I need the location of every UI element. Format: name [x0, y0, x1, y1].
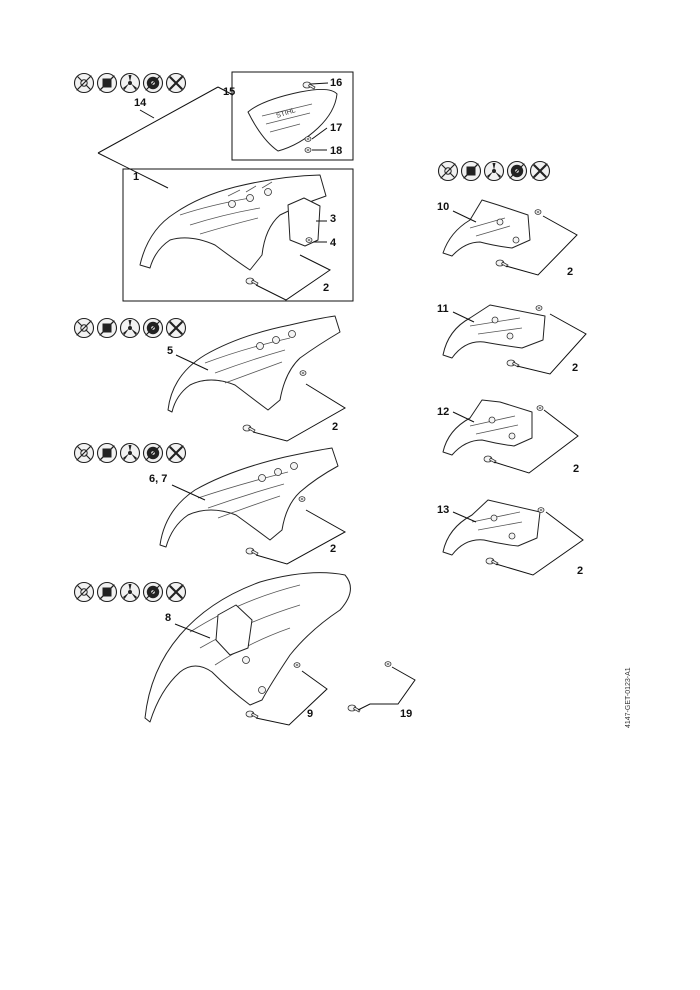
guard-12-group: [442, 399, 579, 474]
metal-blade-icon: [96, 442, 118, 464]
symbol-row-4: [73, 442, 187, 464]
callout-11: 11: [437, 303, 449, 315]
callout-3: 3: [330, 213, 336, 225]
guard-6-7: [159, 447, 339, 548]
four-tooth-blade-icon: [165, 317, 187, 339]
saw-blade-icon: [142, 581, 164, 603]
callout-2-guard-5: 2: [332, 421, 338, 433]
three-tooth-blade-icon: [483, 160, 505, 182]
guard-13-group: [442, 499, 584, 576]
metal-blade-icon: [96, 581, 118, 603]
metal-blade-icon: [96, 317, 118, 339]
four-tooth-blade-icon: [165, 442, 187, 464]
trimmer-head-icon: [73, 442, 95, 464]
symbol-row-3: [73, 317, 187, 339]
metal-blade-icon: [96, 72, 118, 94]
callout-2-guard-6-7: 2: [330, 543, 336, 555]
callout-1: 1: [133, 171, 139, 183]
saw-blade-icon: [142, 442, 164, 464]
guard-5-group: [167, 315, 346, 442]
callout-2-guard-12: 2: [573, 463, 579, 475]
callout-19: 19: [400, 708, 412, 720]
callout-16: 16: [330, 77, 342, 89]
guard-6-7-group: [159, 447, 347, 565]
three-tooth-blade-icon: [119, 317, 141, 339]
guard-11-group: [442, 304, 587, 375]
decal-kit-group: STIHL: [97, 71, 354, 189]
callout-12: 12: [437, 406, 449, 418]
decal-plate: [247, 88, 338, 152]
guard-8-group: [144, 572, 416, 726]
saw-blade-icon: [506, 160, 528, 182]
guard-1: [139, 174, 327, 271]
callout-17: 17: [330, 122, 342, 134]
callout-18: 18: [330, 145, 342, 157]
saw-blade-icon: [142, 317, 164, 339]
saw-blade-icon: [142, 72, 164, 94]
callout-5: 5: [167, 345, 173, 357]
callout-9: 9: [307, 708, 313, 720]
callout-15: 15: [223, 86, 235, 98]
three-tooth-blade-icon: [119, 581, 141, 603]
three-tooth-blade-icon: [119, 442, 141, 464]
drawing-code: 4147-GET-0123-A1: [625, 667, 632, 728]
guard-10-group: [442, 199, 578, 276]
callout-2-guard-11: 2: [572, 362, 578, 374]
symbol-row-1: [73, 72, 187, 94]
callout-2-guard-13: 2: [577, 565, 583, 577]
trimmer-head-icon: [437, 160, 459, 182]
guard-10: [442, 199, 531, 257]
trimmer-head-icon: [73, 317, 95, 339]
callout-13: 13: [437, 504, 449, 516]
symbol-row-2: [437, 160, 551, 182]
three-tooth-blade-icon: [119, 72, 141, 94]
callout-8: 8: [165, 612, 171, 624]
trimmer-head-icon: [73, 581, 95, 603]
trimmer-head-icon: [73, 72, 95, 94]
four-tooth-blade-icon: [165, 581, 187, 603]
metal-blade-icon: [460, 160, 482, 182]
callout-10: 10: [437, 201, 449, 213]
callout-4: 4: [330, 237, 337, 249]
guard-12: [442, 399, 533, 456]
four-tooth-blade-icon: [165, 72, 187, 94]
guard-1-group: [122, 168, 354, 302]
callout-2-guard-1: 2: [323, 282, 329, 294]
guard-5: [167, 315, 341, 413]
four-tooth-blade-icon: [529, 160, 551, 182]
callout-labels: 14 15 16 17 18 1 3 4 2 5 2 6, 7 2 8 9 19…: [133, 77, 583, 720]
callout-2-guard-10: 2: [567, 266, 573, 278]
callout-14: 14: [134, 97, 147, 109]
callout-6-7: 6, 7: [149, 473, 167, 485]
symbol-row-5: [73, 581, 187, 603]
